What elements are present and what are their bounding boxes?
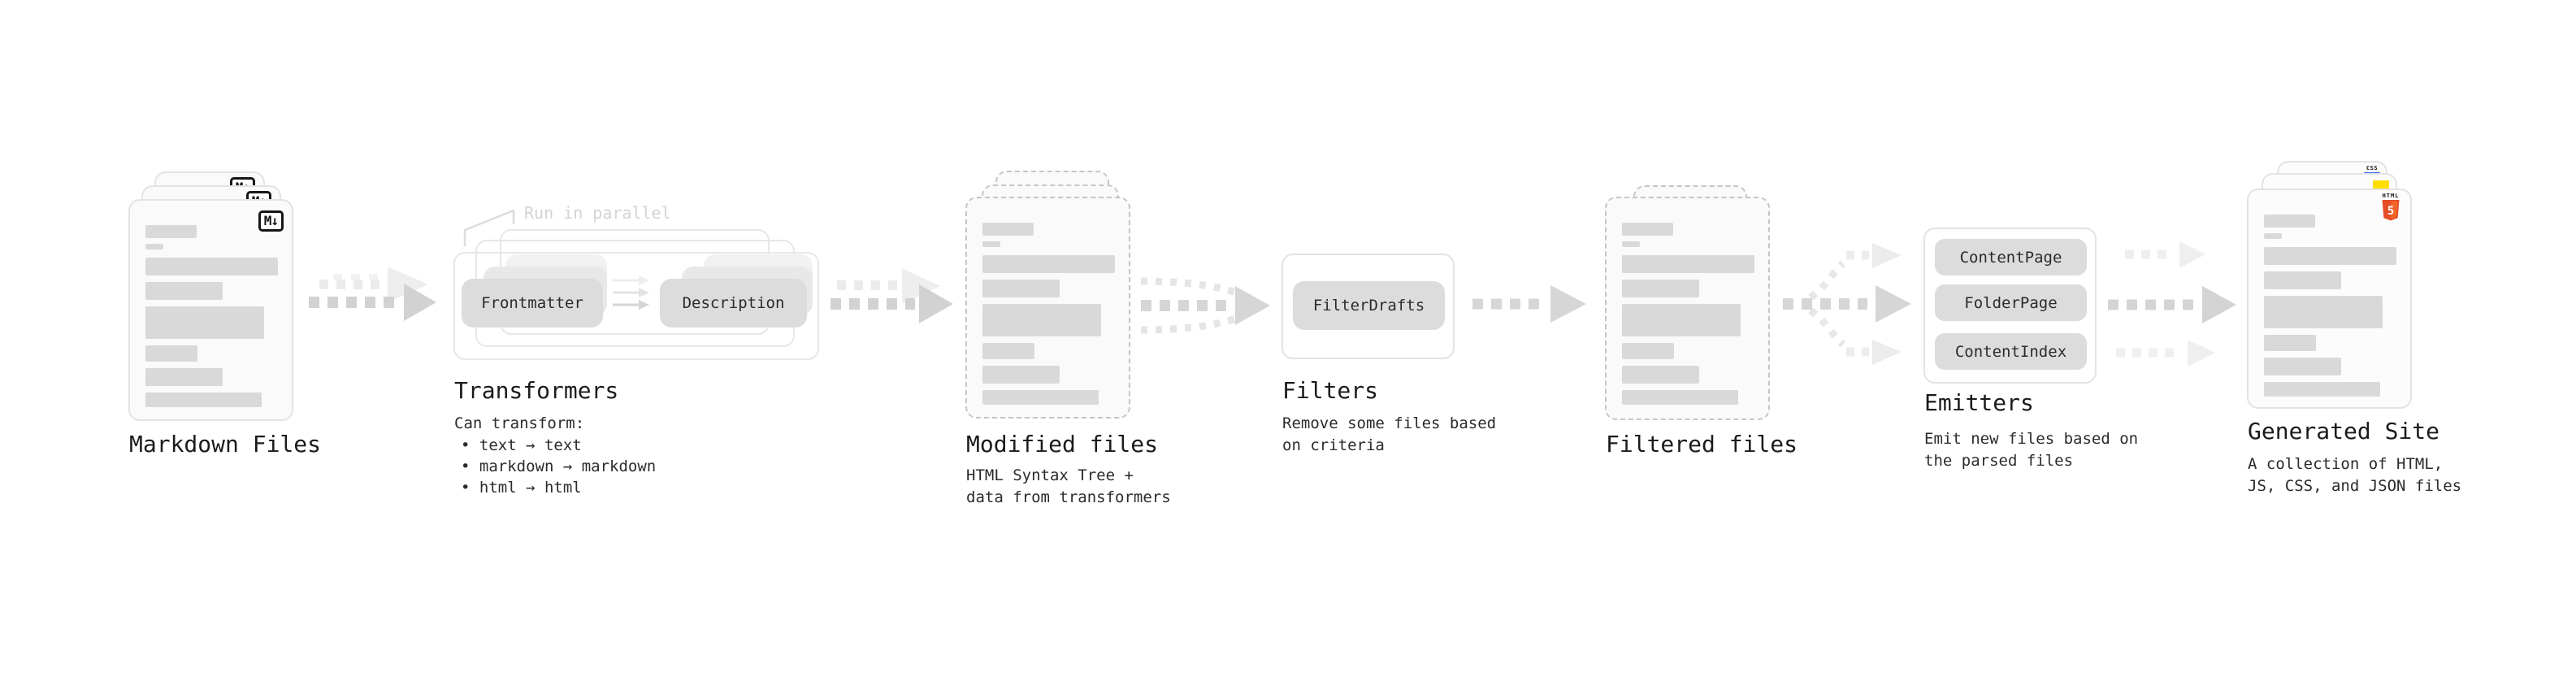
doc-skeleton-line: [2264, 296, 2383, 328]
doc-skeleton-line: [2264, 247, 2396, 265]
doc-skeleton-line: [1622, 390, 1738, 405]
generated-desc: A collection of HTML, JS, CSS, and JSON …: [2248, 455, 2462, 495]
emitters-desc: Emit new files based on the parsed files: [1924, 430, 2139, 470]
arrow-emitters-to-generated: [2108, 241, 2236, 367]
emitters-panel: ContentPage FolderPage ContentIndex: [1923, 228, 2097, 384]
doc-skeleton-line: [982, 366, 1060, 384]
transformers-bullet: • markdown → markdown: [461, 458, 657, 475]
doc-skeleton-line: [145, 282, 223, 300]
html5-icon-word: HTML: [2382, 193, 2400, 199]
doc-skeleton-line: [1622, 280, 1699, 297]
svg-text:5: 5: [2387, 205, 2394, 218]
transformers-frame-front: [453, 252, 819, 360]
doc-skeleton-line: [145, 306, 264, 339]
doc-skeleton-line: [2264, 271, 2341, 289]
transformers-bullet: • text → text: [461, 436, 582, 454]
doc-skeleton-line: [2264, 382, 2380, 397]
doc-skeleton-line: [1622, 241, 1640, 247]
markdown-doc-front: M↓: [128, 199, 293, 421]
arrow-filtered-to-emitters: [1783, 243, 1911, 365]
stage-title-emitters: Emitters: [1924, 389, 2034, 416]
stage-title-modified: Modified files: [966, 431, 1159, 458]
doc-skeleton-line: [145, 225, 197, 238]
doc-skeleton-line: [982, 390, 1099, 405]
stage-title-filtered: Filtered files: [1606, 431, 1798, 458]
doc-skeleton-line: [145, 393, 262, 407]
doc-skeleton-line: [2264, 233, 2282, 239]
doc-skeleton-line: [145, 258, 278, 275]
doc-skeleton-line: [1622, 366, 1699, 384]
arrow-transformers-to-modified: [830, 268, 953, 323]
doc-skeleton-line: [1622, 255, 1754, 273]
doc-skeleton-line: [982, 241, 1000, 247]
transformers-bullet: • html → html: [461, 479, 582, 497]
doc-skeleton-line: [1622, 223, 1673, 236]
stage-title-generated: Generated Site: [2248, 418, 2440, 445]
emitter-folderpage-pill: FolderPage: [1935, 284, 2087, 321]
doc-skeleton-line: [145, 345, 197, 362]
arrow-filters-to-filtered: [1472, 285, 1586, 323]
arrow-modified-to-filters: [1140, 277, 1270, 334]
doc-skeleton-line: [2264, 335, 2316, 351]
html5-icon: HTML 5: [2380, 193, 2401, 226]
transformers-desc-title: Can transform:: [454, 414, 585, 432]
filter-drafts-pill: FilterDrafts: [1293, 281, 1445, 330]
doc-skeleton-line: [982, 343, 1034, 359]
emitter-contentpage-pill: ContentPage: [1935, 239, 2087, 275]
transformer-frontmatter-pill: Frontmatter: [462, 279, 603, 327]
transformer-description-pill: Description: [660, 279, 807, 327]
doc-skeleton-line: [982, 223, 1034, 236]
js-icon: [2373, 180, 2389, 191]
filters-desc: Remove some files based on criteria: [1282, 414, 1497, 454]
filters-panel: FilterDrafts: [1281, 254, 1455, 359]
stage-title-markdown: Markdown Files: [129, 431, 322, 458]
doc-skeleton-line: [2264, 215, 2315, 228]
markdown-icon: M↓: [258, 210, 284, 232]
filtered-doc-front: [1605, 197, 1770, 420]
doc-skeleton-line: [1622, 304, 1741, 336]
modified-desc: HTML Syntax Tree + data from transformer…: [966, 466, 1171, 506]
doc-skeleton-line: [1622, 343, 1674, 359]
modified-doc-front: [965, 197, 1130, 419]
html5-shield: 5: [2382, 200, 2400, 221]
css-icon-word: CSS: [2366, 165, 2379, 171]
stage-title-filters: Filters: [1282, 377, 1379, 404]
doc-skeleton-line: [982, 255, 1115, 273]
arrow-markdown-to-transformers: [309, 267, 436, 321]
stage-title-transformers: Transformers: [454, 377, 619, 404]
doc-skeleton-line: [982, 304, 1101, 336]
generated-doc-front: HTML 5: [2247, 189, 2412, 409]
doc-skeleton-line: [145, 368, 223, 386]
doc-skeleton-line: [2264, 358, 2341, 375]
doc-skeleton-line: [145, 244, 163, 249]
emitter-contentindex-pill: ContentIndex: [1935, 333, 2087, 370]
doc-skeleton-line: [982, 280, 1060, 297]
run-in-parallel-note: Run in parallel: [524, 203, 671, 223]
